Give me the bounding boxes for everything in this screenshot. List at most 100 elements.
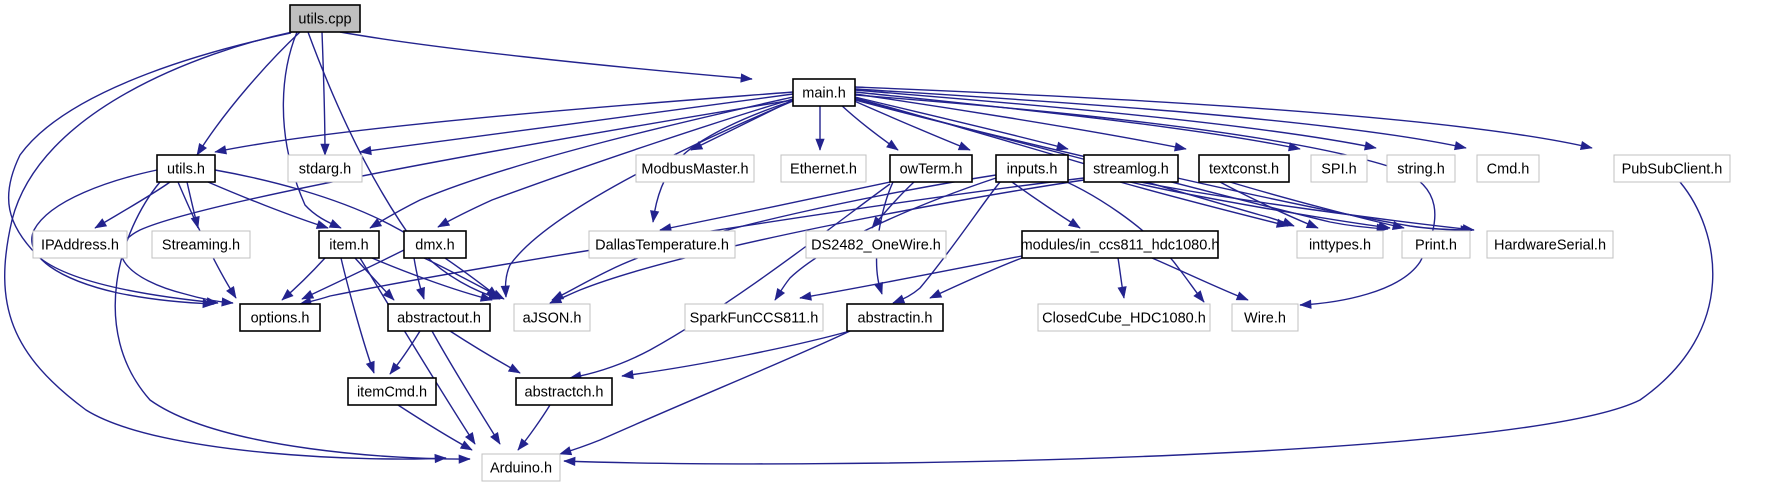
edge-arrowhead (365, 360, 375, 374)
node-closedcube_h[interactable]: ClosedCube_HDC1080.h (1037, 303, 1211, 332)
edge-item_h-to-ajson_h (371, 257, 493, 301)
edge-arrowhead (464, 431, 476, 445)
node-main_h[interactable]: main.h (792, 78, 856, 107)
node-box[interactable] (1021, 230, 1219, 259)
node-hardwareserial_h[interactable]: HardwareSerial.h (1486, 230, 1614, 259)
edge-arrowhead (517, 438, 529, 451)
node-box[interactable] (780, 154, 867, 183)
node-box[interactable] (1386, 154, 1456, 183)
edge-arrowhead (1391, 220, 1405, 231)
node-box[interactable] (156, 154, 216, 183)
node-wire_h[interactable]: Wire.h (1231, 303, 1299, 332)
edge-arrowhead (315, 220, 329, 229)
node-inttypes_h[interactable]: inttypes.h (1296, 230, 1384, 259)
node-pubsubclient_h[interactable]: PubSubClient.h (1613, 154, 1731, 183)
node-box[interactable] (151, 230, 251, 259)
node-ccs811_hdc1080_h[interactable]: modules/in_ccs811_hdc1080.h (1021, 230, 1220, 259)
node-box[interactable] (239, 303, 321, 332)
node-print_h[interactable]: Print.h (1401, 230, 1471, 259)
node-box[interactable] (805, 230, 947, 259)
node-box[interactable] (318, 230, 380, 259)
node-ipaddress_h[interactable]: IPAddress.h (32, 230, 128, 259)
node-ds2482_h[interactable]: DS2482_OneWire.h (805, 230, 947, 259)
edge-arrowhead (94, 218, 108, 229)
node-box[interactable] (387, 303, 491, 332)
node-box[interactable] (889, 154, 973, 183)
node-box[interactable] (635, 154, 755, 183)
node-box[interactable] (1296, 230, 1384, 259)
edge-textconst_h-to-print_h (1229, 181, 1405, 229)
node-box[interactable] (32, 230, 128, 259)
node-ethernet_h[interactable]: Ethernet.h (780, 154, 867, 183)
edge-main_h-to-modbusmaster_h (690, 99, 794, 151)
edge-arrowhead (1174, 142, 1187, 152)
node-item_h[interactable]: item.h (318, 230, 380, 259)
node-abstractin_h[interactable]: abstractin.h (846, 303, 944, 332)
node-arduino_h[interactable]: Arduino.h (481, 453, 561, 482)
node-box[interactable] (515, 377, 613, 406)
edge-arrowhead (799, 291, 812, 301)
edges-layer (4, 31, 1714, 467)
node-dallastemp_h[interactable]: DallasTemperature.h (588, 230, 736, 259)
edge-streamlog_h-to-hardwareserial_h (1139, 181, 1475, 231)
node-utils_h[interactable]: utils.h (156, 154, 216, 183)
node-stdarg_h[interactable]: stdarg.h (287, 154, 363, 183)
node-box[interactable] (481, 453, 561, 482)
node-box[interactable] (1476, 154, 1540, 183)
node-box[interactable] (1037, 303, 1211, 332)
node-box[interactable] (684, 303, 824, 332)
edge-arrowhead (1378, 221, 1391, 232)
edge-arrowhead (1288, 142, 1301, 152)
node-string_h[interactable]: string.h (1386, 154, 1456, 183)
edge-streamlog_h-to-print_h (1129, 181, 1391, 229)
node-box[interactable] (289, 4, 361, 33)
node-streaming_h[interactable]: Streaming.h (151, 230, 251, 259)
edge-arrowhead (559, 446, 573, 456)
edge-main_h-to-pubsubclient_h (854, 86, 1593, 149)
edge-main_h-to-spi_h (854, 91, 1301, 150)
node-box[interactable] (1231, 303, 1299, 332)
node-box[interactable] (347, 377, 437, 406)
node-box[interactable] (588, 230, 736, 259)
node-abstractout_h[interactable]: abstractout.h (387, 303, 491, 332)
node-ajson_h[interactable]: aJSON.h (513, 303, 591, 332)
edge-owterm_h-to-dallastemp_h (659, 181, 891, 231)
node-sparkfunccs811_h[interactable]: SparkFunCCS811.h (684, 303, 824, 332)
node-spi_h[interactable]: SPI.h (1310, 154, 1368, 183)
node-box[interactable] (1310, 154, 1368, 183)
node-box[interactable] (846, 303, 944, 332)
node-dmx_h[interactable]: dmx.h (403, 230, 467, 259)
node-abstractch_h[interactable]: abstractch.h (515, 377, 613, 406)
edge-utils_cpp-to-stdarg_h (321, 31, 326, 156)
edge-arrowhead (929, 289, 943, 299)
node-box[interactable] (513, 303, 591, 332)
node-options_h[interactable]: options.h (239, 303, 321, 332)
node-box[interactable] (1613, 154, 1731, 183)
node-box[interactable] (1486, 230, 1614, 259)
node-box[interactable] (792, 78, 856, 107)
node-box[interactable] (287, 154, 363, 183)
edge-arrowhead (389, 362, 401, 375)
edge-abstractin_h-to-abstractch_h (621, 330, 851, 377)
node-box[interactable] (1083, 154, 1179, 183)
node-modbusmaster_h[interactable]: ModbusMaster.h (635, 154, 755, 183)
edge-arrowhead (650, 210, 660, 223)
node-box[interactable] (995, 154, 1069, 183)
node-streamlog_h[interactable]: streamlog.h (1083, 154, 1179, 183)
node-cmd_h[interactable]: Cmd.h (1476, 154, 1540, 183)
node-itemcmd_h[interactable]: itemCmd.h (347, 377, 437, 406)
edge-arrowhead (815, 138, 825, 151)
node-box[interactable] (1198, 154, 1290, 183)
node-inputs_h[interactable]: inputs.h (995, 154, 1069, 183)
edge-utils_h-to-ajson_h (214, 169, 499, 298)
edge-arrowhead (1275, 218, 1289, 228)
node-box[interactable] (403, 230, 467, 259)
edge-arrowhead (416, 286, 425, 300)
node-owterm_h[interactable]: owTerm.h (889, 154, 973, 183)
nodes-layer: utils.cpp main.h utils.h stdarg.h ModbusMast… (32, 4, 1731, 482)
node-utils_cpp[interactable]: utils.cpp (289, 4, 361, 33)
node-box[interactable] (1401, 230, 1471, 259)
edge-utils_h-to-item_h (207, 181, 329, 229)
node-textconst_h[interactable]: textconst.h (1198, 154, 1290, 183)
